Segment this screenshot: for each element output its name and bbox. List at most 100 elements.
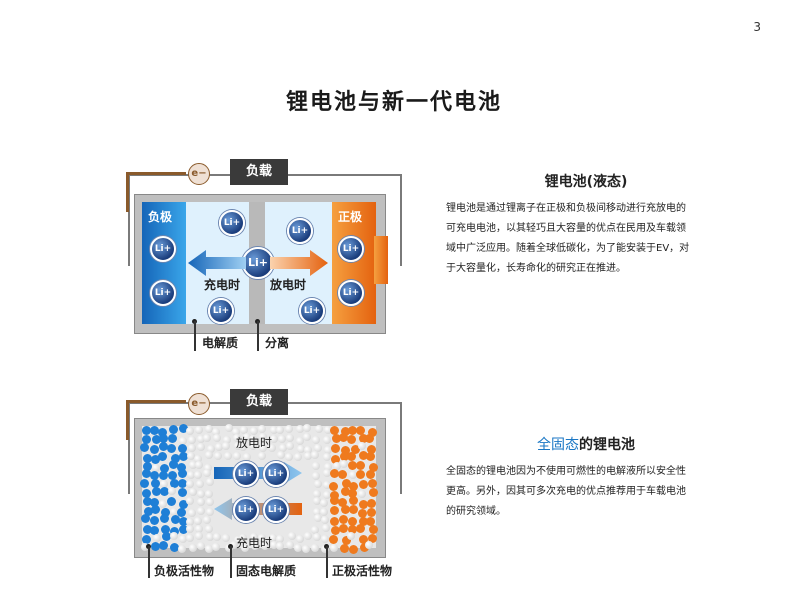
particle	[356, 523, 366, 533]
particle	[194, 454, 203, 463]
positive-terminal	[374, 236, 388, 284]
particle	[179, 524, 189, 534]
lithium-ion-icon: Li+	[219, 210, 245, 236]
particle	[179, 499, 189, 509]
particle	[303, 424, 312, 433]
section-body-solid: 全固态的锂电池因为不使用可燃性的电解液所以安全性更高。另外，因其可多次充电的优点…	[446, 466, 686, 517]
particle	[158, 427, 168, 437]
particle	[331, 525, 341, 535]
particle	[214, 443, 223, 452]
particle	[196, 443, 205, 452]
particle	[339, 460, 348, 469]
particle	[285, 442, 294, 451]
particle	[349, 471, 358, 480]
particle	[368, 478, 378, 488]
particle	[359, 535, 369, 545]
particle	[357, 442, 366, 451]
particle	[142, 497, 152, 507]
particle	[239, 442, 248, 451]
particle	[287, 532, 296, 541]
particle	[347, 435, 357, 445]
lithium-ion-icon: Li+	[150, 280, 176, 306]
electron-flow-wire	[126, 172, 186, 175]
particle	[313, 507, 322, 516]
particle	[159, 463, 169, 473]
particle	[367, 444, 377, 454]
particle	[312, 497, 321, 506]
particle	[158, 452, 168, 462]
particle	[277, 451, 286, 460]
particle	[359, 433, 369, 443]
particle	[338, 433, 348, 443]
particle	[186, 480, 195, 489]
discharge-arrow	[270, 250, 328, 276]
lithium-ion-icon: Li+	[287, 218, 313, 244]
lithium-ion-icon: Li+	[233, 497, 259, 523]
particle	[188, 435, 197, 444]
particle	[329, 469, 339, 479]
particle	[194, 426, 203, 435]
particle	[150, 497, 160, 507]
particle	[186, 524, 195, 533]
particle	[160, 525, 170, 535]
particle	[222, 534, 231, 543]
particle	[268, 534, 277, 543]
particle	[260, 541, 269, 550]
particle	[278, 435, 287, 444]
particle	[170, 515, 180, 525]
particle	[178, 424, 188, 434]
particle	[212, 542, 221, 551]
particle	[359, 479, 369, 489]
particle	[269, 434, 278, 443]
particle	[341, 426, 351, 436]
particle	[204, 424, 213, 433]
particle	[178, 534, 187, 543]
particle	[151, 463, 160, 472]
particle	[150, 445, 160, 455]
particle	[194, 524, 203, 533]
particle	[321, 516, 330, 525]
particle	[159, 541, 169, 551]
particle	[197, 541, 206, 550]
section-title-solid: 全固态的锂电池	[446, 434, 726, 454]
particle	[357, 508, 367, 518]
electron-flow-wire-down	[126, 172, 129, 212]
lithium-ion-icon: Li+	[233, 461, 259, 487]
particle	[203, 463, 212, 472]
particle	[295, 535, 304, 544]
particle	[233, 442, 242, 451]
particle	[170, 453, 180, 463]
particle	[347, 532, 356, 541]
particle	[176, 462, 186, 472]
particle	[322, 490, 331, 499]
solid-electrolyte-callout: 固态电解质	[236, 564, 297, 578]
particle	[330, 543, 339, 552]
particle	[356, 461, 366, 471]
particle	[329, 505, 339, 515]
particle	[313, 443, 322, 452]
particle	[313, 532, 322, 541]
particle	[169, 532, 178, 541]
particle	[338, 523, 348, 533]
particle	[188, 487, 197, 496]
particle	[329, 426, 339, 436]
particle	[159, 433, 169, 443]
particle	[159, 487, 169, 497]
particle	[140, 479, 150, 489]
particle	[350, 444, 360, 454]
particle	[140, 542, 149, 551]
lithium-ion-icon: Li+	[263, 461, 289, 487]
lithium-ion-icon: Li+	[338, 280, 364, 306]
particle	[258, 424, 267, 433]
lithium-ion-icon: Li+	[150, 236, 176, 262]
particle	[321, 534, 330, 543]
lithium-ion-icon: Li+	[208, 298, 234, 324]
particle	[239, 425, 248, 434]
section-title-rest: 的锂电池	[579, 437, 635, 453]
particle	[367, 498, 376, 508]
lithium-ion-icon: Li+	[299, 298, 325, 324]
electron-icon: e−	[188, 393, 210, 415]
particle	[330, 443, 340, 453]
particle	[286, 541, 295, 550]
particle	[167, 471, 177, 481]
